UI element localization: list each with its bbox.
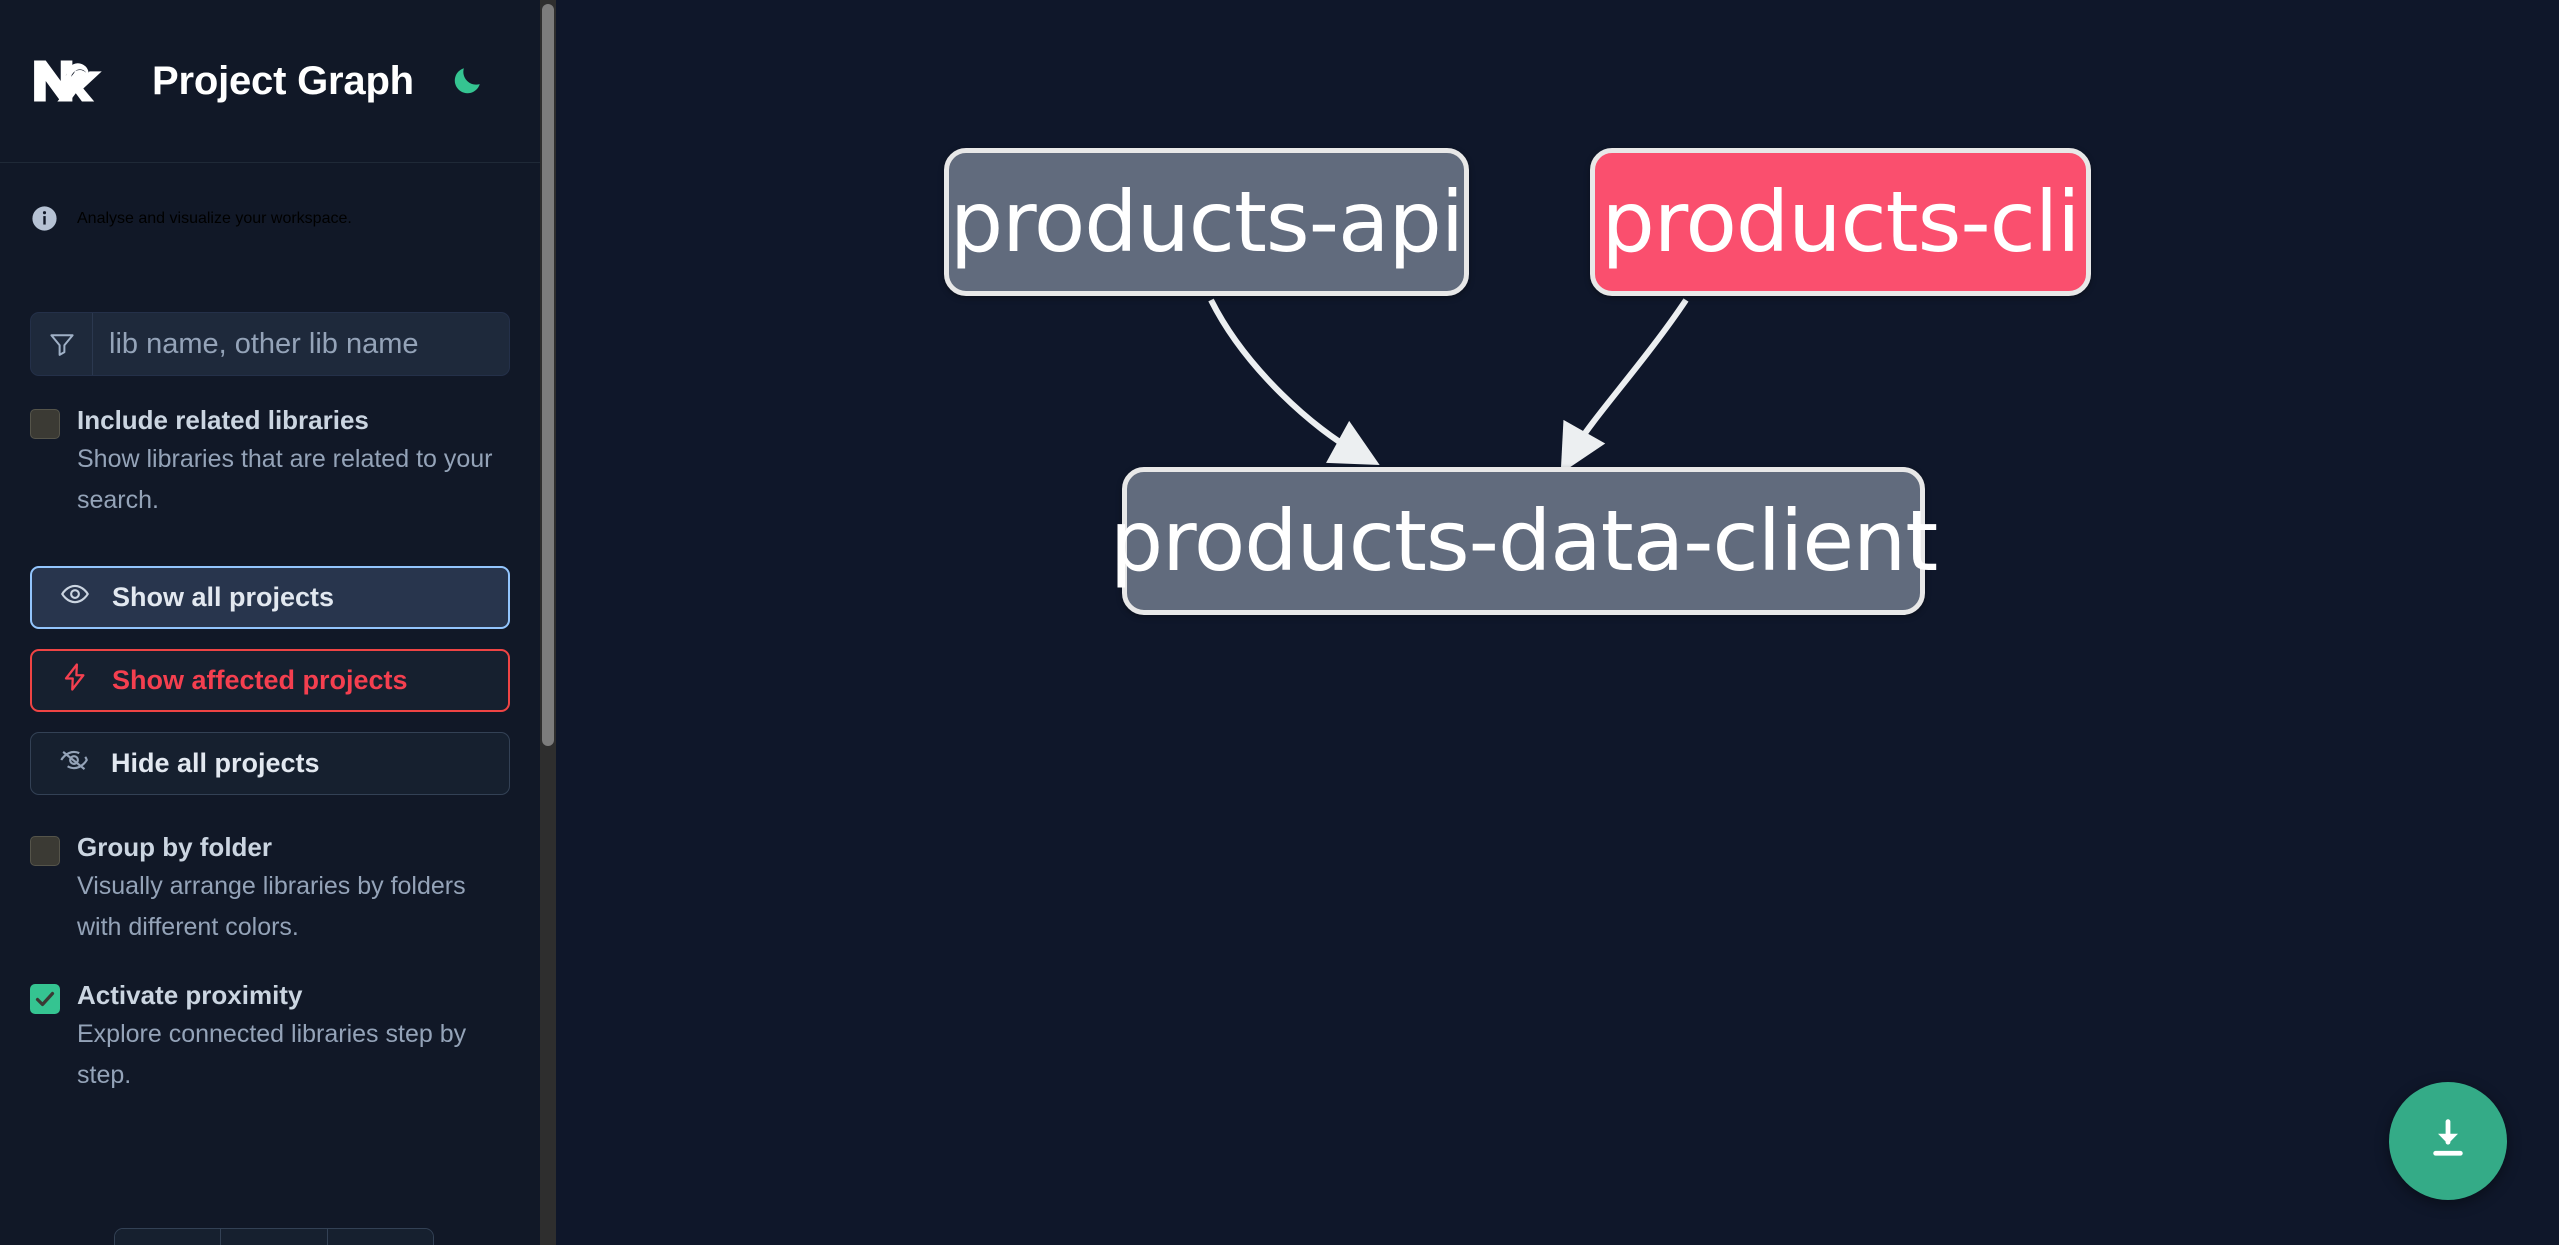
group-by-folder-checkbox[interactable] [30,836,60,866]
activate-proximity-body: Activate proximity Explore connected lib… [77,979,510,1096]
edge-products-cli-to-products-data-client [1560,298,1689,474]
proximity-step-segmented-control[interactable] [114,1228,434,1245]
lightning-icon [60,662,90,699]
graph-node-products-data-client[interactable]: products-data-client [1110,467,1938,615]
eye-icon [60,579,90,616]
sidebar-tagline-text: Analyse and visualize your workspace. [77,209,352,227]
include-related-libraries-label: Include related libraries [77,405,369,435]
sidebar-scrollbar-thumb[interactable] [542,4,554,746]
checkbox-row-group-by-folder[interactable]: Group by folder Visually arrange librari… [0,795,540,948]
info-icon [30,204,59,233]
hide-all-projects-label: Hide all projects [111,748,320,778]
visibility-button-group: Show all projects Show affected projects [30,566,510,795]
show-all-projects-button[interactable]: Show all projects [30,566,510,629]
activate-proximity-description: Explore connected libraries step by step… [77,1020,467,1089]
graph-node-products-cli[interactable]: products-cli [1590,148,2091,296]
show-affected-projects-button[interactable]: Show affected projects [30,649,510,712]
segment-3[interactable] [327,1229,433,1245]
activate-proximity-checkbox[interactable] [30,984,60,1014]
sidebar: Project Graph Analyse and visualize yo [0,0,556,1245]
show-affected-projects-label: Show affected projects [112,665,408,695]
download-graph-button[interactable] [2389,1082,2507,1200]
sidebar-content: Project Graph Analyse and visualize yo [0,0,540,1245]
nx-logo-icon [30,56,112,106]
segment-1[interactable] [115,1229,222,1245]
checkbox-row-include-related-libraries[interactable]: Include related libraries Show libraries… [0,376,540,521]
page-title: Project Graph [152,58,414,103]
graph-node-products-data-client-label: products-data-client [1109,492,1938,590]
download-icon [2422,1113,2474,1170]
search-bar[interactable] [30,312,510,376]
checkbox-row-activate-proximity[interactable]: Activate proximity Explore connected lib… [0,948,540,1096]
include-related-libraries-body: Include related libraries Show libraries… [77,404,510,521]
graph-canvas[interactable]: products-api products-cli products-data-… [556,0,2559,1245]
graph-node-products-api[interactable]: products-api [944,148,1469,296]
group-by-folder-description: Visually arrange libraries by folders wi… [77,872,466,941]
activate-proximity-label: Activate proximity [77,980,303,1010]
group-by-folder-body: Group by folder Visually arrange librari… [77,831,510,948]
eye-off-icon [59,745,89,782]
graph-edges [1208,298,1689,474]
sidebar-header: Project Graph [0,0,540,163]
graph-node-products-cli-label: products-cli [1601,173,2080,271]
show-all-projects-label: Show all projects [112,582,335,612]
search-input[interactable] [93,313,509,375]
moon-icon[interactable] [447,61,487,101]
hide-all-projects-button[interactable]: Hide all projects [30,732,510,795]
include-related-libraries-checkbox[interactable] [30,409,60,439]
sidebar-tagline: Analyse and visualize your workspace. [0,163,540,233]
include-related-libraries-description: Show libraries that are related to your … [77,445,493,514]
edge-products-api-to-products-data-client [1208,298,1380,466]
graph-node-products-api-label: products-api [949,173,1464,271]
filter-icon[interactable] [31,313,93,375]
segment-2[interactable] [221,1229,328,1245]
group-by-folder-label: Group by folder [77,832,272,862]
